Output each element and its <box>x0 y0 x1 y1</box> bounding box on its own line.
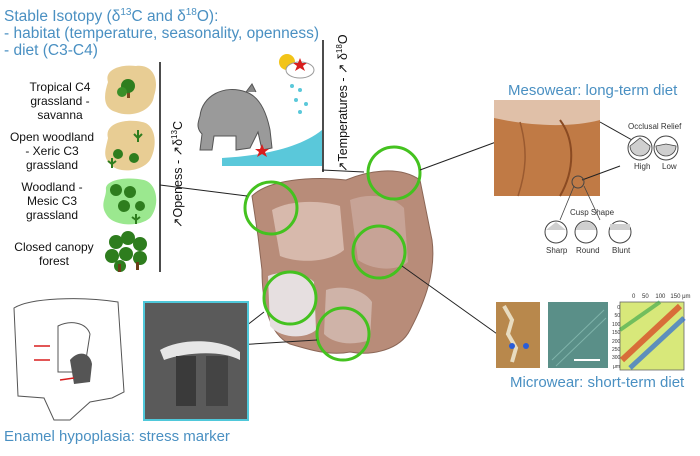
ring-mesowear <box>366 145 422 201</box>
sun-cloud-icon <box>279 54 315 114</box>
mesowear-title: Mesowear: long-term diet <box>508 82 678 99</box>
mesowear-schematic <box>544 121 679 244</box>
ring-enamel <box>262 270 318 326</box>
occlusal-relief-label: Occlusal Relief <box>628 122 682 131</box>
woodland-blob <box>103 178 157 225</box>
high-label: High <box>634 162 651 171</box>
ring-isotopy-1 <box>243 180 299 236</box>
rhino-illustration <box>197 83 273 151</box>
cusp-shape-label: Cusp Shape <box>570 208 615 217</box>
enamel-micrograph <box>143 301 249 421</box>
ring-isotopy-2 <box>351 224 407 280</box>
microwear-axis-top: 0 50 100 150 μm <box>632 294 691 300</box>
focus-rings <box>243 145 422 362</box>
mesowear-photo <box>494 100 600 197</box>
sharp-label: Sharp <box>546 246 568 255</box>
forest-trees <box>105 231 147 272</box>
red-star-icon <box>255 144 269 157</box>
blunt-label: Blunt <box>612 246 631 255</box>
isotopy-habitat-line: - habitat (temperature, seasonality, ope… <box>4 25 320 43</box>
enamel-title: Enamel hypoplasia: stress marker <box>4 428 230 445</box>
enamel-schematic <box>13 298 125 421</box>
openness-axis-label: ↗Openess - ↗δ13C <box>170 121 186 228</box>
water-area <box>222 130 322 166</box>
open-woodland-blob <box>105 120 155 171</box>
isotopy-title: Stable Isotopy (δ13C and δ18O): - habita… <box>4 7 320 60</box>
low-label: Low <box>662 162 677 171</box>
microwear-photos <box>496 300 686 371</box>
isotopy-diet-line: - diet (C3-C4) <box>4 42 98 60</box>
round-label: Round <box>576 246 600 255</box>
temperature-axis-label: ↗Temperatures - ↗ δ18O <box>335 34 351 172</box>
tooth-photo <box>251 170 434 354</box>
savanna-blob <box>105 65 156 115</box>
ring-microwear <box>315 306 371 362</box>
microwear-title: Microwear: short-term diet <box>510 374 685 391</box>
